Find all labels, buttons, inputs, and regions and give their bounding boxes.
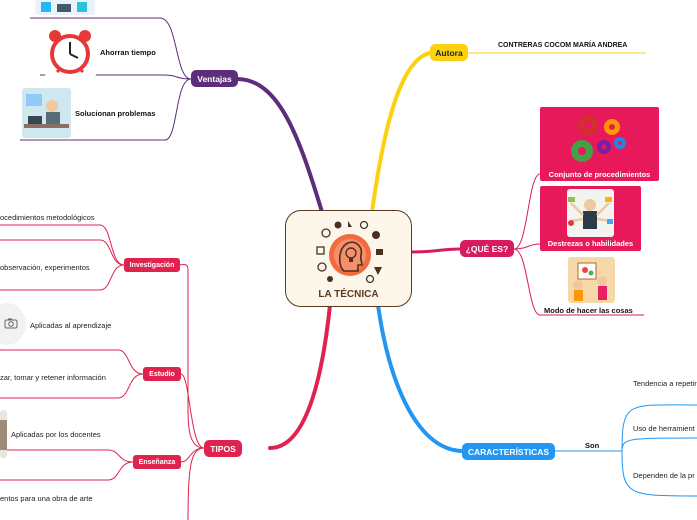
central-topic-title: LA TÉCNICA — [318, 289, 379, 300]
investigacion-sub2 — [0, 239, 125, 266]
investigacion-item-1: ocedimientos metodológicos — [0, 213, 95, 222]
ensenanza-sub2 — [0, 461, 134, 481]
que-es-sub3 — [513, 248, 541, 316]
teacher-image — [0, 410, 7, 458]
ventajas-sub-top — [30, 17, 192, 80]
central-topic-node[interactable]: LA TÉCNICA — [285, 210, 412, 307]
gears-icon — [571, 115, 626, 162]
ventajas-connector — [236, 77, 324, 214]
ventajas-item-1-label: Ahorran tiempo — [100, 48, 156, 57]
tipo-ensenanza-node[interactable]: Enseñanza — [133, 455, 181, 469]
tipo-estudio-node[interactable]: Estudio — [143, 367, 181, 381]
tipo-investigacion-node[interactable]: Investigación — [124, 258, 180, 272]
caracteristicas-connector — [376, 303, 464, 453]
investigacion-sub1 — [0, 224, 125, 266]
tipos-trunk — [179, 263, 205, 449]
estudio-sub1 — [0, 349, 144, 375]
caracteristicas-sub1 — [621, 404, 697, 452]
estudio-item-2: zar, tomar y retener información — [0, 373, 106, 382]
ventajas-item-2-label: Solucionan problemas — [75, 109, 156, 118]
estudio-item-1: Aplicadas al aprendizaje — [30, 321, 112, 330]
que-es-item-2-label: Destrezas o habilidades — [547, 239, 634, 248]
tipos-to-estudio — [180, 373, 205, 449]
ventajas-sub2 — [20, 78, 192, 141]
caracteristicas-connector-label: Son — [585, 441, 600, 450]
que-es-node[interactable]: ¿QUÉ ES? — [460, 240, 514, 257]
person-at-desk-icon — [22, 88, 71, 138]
autora-node[interactable]: Autora — [430, 44, 468, 61]
ensenanza-sub1 — [0, 449, 134, 463]
caracteristica-1: Tendencia a repetir — [633, 379, 697, 388]
head-lightbulb-icon — [316, 220, 383, 284]
tipos-node[interactable]: TIPOS — [204, 440, 242, 457]
partial-top-image — [35, 0, 95, 15]
ventajas-node[interactable]: Ventajas — [191, 70, 238, 87]
que-es-item-1-label: Conjunto de procedimientos — [548, 170, 651, 179]
ventajas-sub1 — [40, 74, 192, 80]
caracteristicas-node[interactable]: CARACTERÍSTICAS — [462, 443, 555, 460]
caracteristicas-sub3 — [621, 450, 697, 497]
estudio-sub2 — [0, 373, 144, 399]
caracteristica-3: Dependen de la pr — [633, 471, 695, 480]
tipos-connector — [268, 303, 332, 450]
que-es-sub2 — [513, 243, 541, 250]
caracteristicas-sub2 — [621, 437, 697, 452]
ensenanza-item-1: Aplicadas por los docentes — [11, 430, 101, 439]
que-es-connector — [411, 247, 461, 254]
que-es-card-procedimientos[interactable]: Conjunto de procedimientos — [540, 107, 659, 181]
autora-connector — [370, 51, 432, 214]
painting-children-icon — [568, 257, 615, 303]
investigacion-sub3 — [0, 264, 125, 291]
investigacion-item-2: observación, experimentos — [0, 263, 90, 272]
tipos-down — [187, 447, 205, 520]
ensenanza-item-2: entos para una obra de arte — [0, 494, 93, 503]
multitasking-person-icon — [567, 189, 614, 237]
que-es-item-3-label: Modo de hacer las cosas — [544, 306, 633, 315]
alarm-clock-icon — [45, 26, 96, 77]
que-es-card-destrezas[interactable]: Destrezas o habilidades — [540, 186, 641, 251]
que-es-sub1 — [513, 173, 541, 250]
caracteristica-2: Uso de herramient — [633, 424, 695, 433]
autora-name: CONTRERAS COCOM MARÍA ANDREA — [498, 42, 628, 49]
